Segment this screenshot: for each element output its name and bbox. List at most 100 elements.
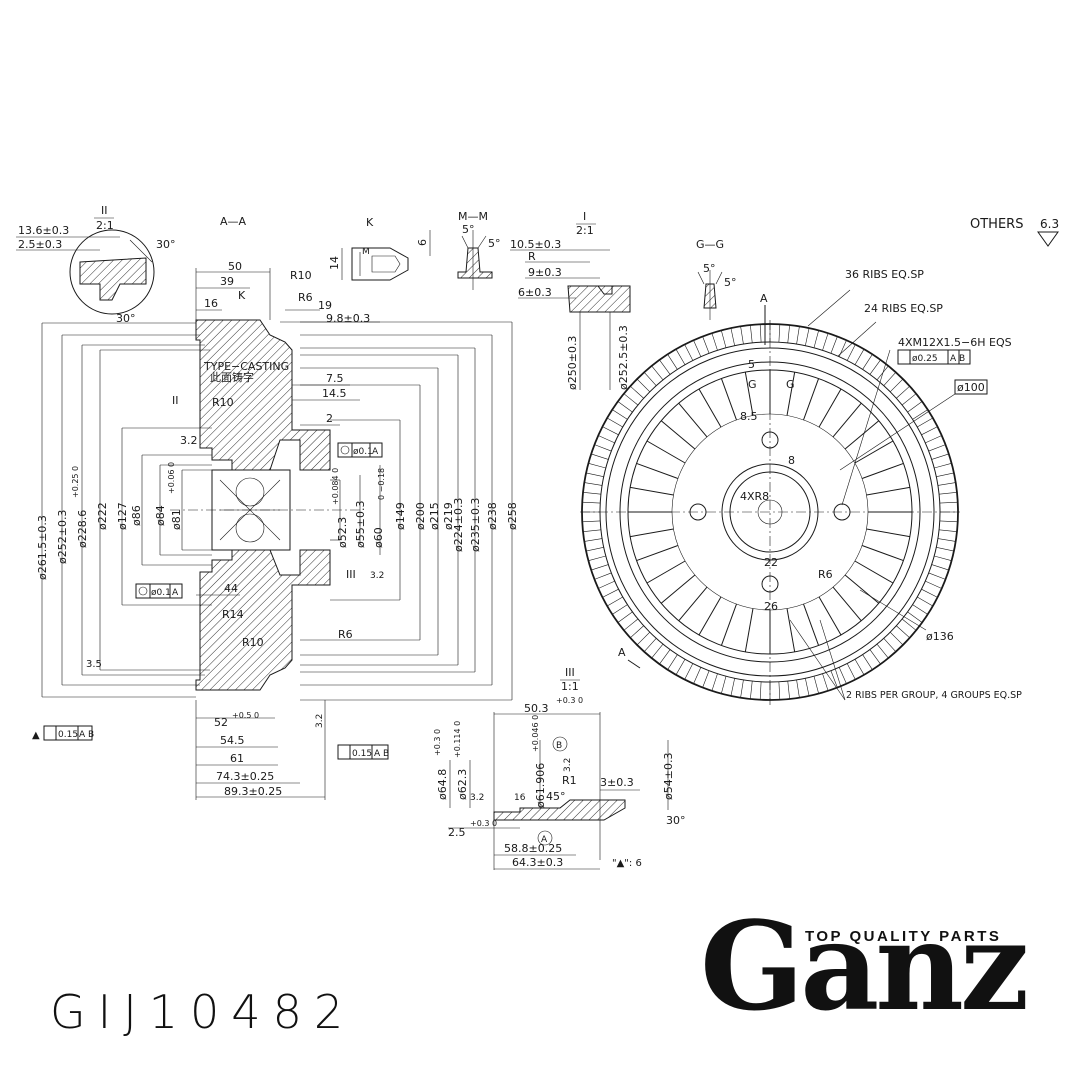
outer-rib: [591, 453, 609, 460]
dim-k-ref: K: [238, 289, 246, 302]
outer-rib: [598, 435, 615, 444]
concentricity-top: ø0.1: [353, 447, 373, 457]
dim-222: ø222: [96, 502, 109, 530]
inner-rib: [720, 378, 737, 421]
roughness-3-2-e: 3.2: [470, 793, 484, 803]
outer-rib: [925, 580, 942, 589]
inner-rib: [832, 402, 862, 438]
inner-rib: [636, 545, 679, 562]
outer-rib: [636, 631, 651, 646]
outer-rib: [921, 426, 938, 436]
inner-rib: [844, 420, 880, 450]
dim-6: 6±0.3: [518, 286, 552, 299]
outer-rib: [623, 393, 639, 406]
outer-rib: [630, 385, 644, 399]
section-mm-label: M—M: [458, 210, 488, 223]
outer-rib: [939, 520, 958, 523]
dim-50: 50: [228, 260, 242, 273]
outer-rib: [917, 417, 933, 428]
dim-52-3-tol: +0.084 0: [331, 468, 340, 505]
outer-rib: [939, 492, 958, 495]
surface-finish-note: OTHERS 6.3: [970, 217, 1059, 247]
outer-rib: [702, 336, 710, 354]
dim-100: ø100: [957, 381, 985, 394]
dim-r10-top: R10: [290, 269, 312, 282]
dim-30-detail: 30°: [666, 814, 686, 827]
outer-rib: [928, 572, 946, 580]
outer-rib: [584, 482, 603, 486]
dim-22: 22: [764, 556, 778, 569]
outer-rib: [928, 444, 946, 452]
dim-26: 26: [764, 600, 778, 613]
outer-rib: [931, 564, 949, 571]
outer-rib: [937, 538, 956, 542]
outer-rib: [675, 659, 686, 675]
inner-rib: [698, 596, 722, 636]
outer-rib: [617, 401, 633, 413]
outer-rib: [711, 333, 718, 351]
outer-rib: [907, 611, 923, 623]
outer-rib: [912, 409, 928, 420]
concentricity-bottom-ref: A: [172, 588, 179, 598]
inner-rib: [646, 440, 686, 464]
outer-rib: [883, 638, 897, 652]
concentricity-bottom: ø0.1: [151, 588, 171, 598]
dim-7-5: 7.5: [326, 372, 344, 385]
detail-ii-label: II: [101, 204, 108, 217]
dim-238: ø238: [486, 502, 499, 530]
dim-30-bottom: 30°: [116, 312, 136, 325]
outer-rib: [598, 580, 615, 589]
outer-rib: [901, 393, 917, 406]
gg-angle-right: 5°: [724, 276, 737, 289]
outer-rib: [862, 654, 873, 670]
dim-258: ø258: [506, 502, 519, 530]
outer-rib: [931, 453, 949, 460]
outer-rib: [612, 409, 628, 420]
outer-ribs: [582, 324, 958, 700]
dim-2-5-detail-tol: +0.3 0: [470, 819, 497, 828]
gg-ref-left: G: [748, 378, 757, 391]
section-gg-label: G—G: [696, 238, 724, 251]
inner-rib: [630, 486, 674, 496]
dim-81-tol: +0.06 0: [167, 462, 176, 494]
dim-54-5: 54.5: [220, 734, 245, 747]
surface-finish-label: OTHERS: [970, 217, 1023, 232]
outer-rib: [623, 618, 639, 631]
note-thread: 4XM12X1.5−6H EQS: [898, 336, 1012, 349]
dim-16: 16: [204, 297, 218, 310]
outer-rib: [693, 667, 702, 684]
outer-rib: [702, 670, 710, 688]
dim-252: ø252±0.3: [56, 510, 69, 564]
dim-5: 5: [748, 358, 755, 371]
dim-228-6-tol: +0.25 0: [71, 466, 80, 498]
outer-rib: [796, 326, 800, 345]
dim-219: ø219: [442, 502, 455, 530]
type-casting-note: TYPE−CASTING: [203, 360, 289, 373]
dim-19: 19: [318, 299, 332, 312]
outer-rib: [805, 678, 810, 696]
outer-rib: [787, 681, 790, 700]
inner-rib: [636, 462, 679, 479]
runout-right-ref: A B: [374, 749, 389, 759]
outer-rib: [830, 670, 838, 688]
runout-right: 0.15: [352, 749, 372, 759]
outer-rib: [582, 492, 601, 495]
dim-61: 61: [230, 752, 244, 765]
outer-rib: [830, 336, 838, 354]
dim-64-8-tol: +0.3 0: [433, 729, 442, 756]
outer-rib: [889, 631, 904, 646]
detail-iii-view: III 1:1 50.3 +0.3 0 ø64.8 +0.3 0 ø62.3 +…: [433, 666, 686, 870]
outer-rib: [721, 330, 727, 348]
surface-finish-value: 6.3: [1040, 217, 1059, 231]
runout-marker: ▲: [32, 730, 40, 741]
dim-54: ø54±0.3: [662, 753, 675, 800]
dim-224: ø224±0.3: [452, 498, 465, 552]
outer-rib: [586, 472, 604, 477]
view-k-14: 14: [328, 256, 341, 270]
outer-rib: [759, 681, 762, 700]
inner-rib: [698, 388, 722, 428]
inner-rib: [803, 603, 820, 646]
detail-ii-view: II 2:1 13.6±0.3 2.5±0.3 30° 30°: [16, 204, 176, 325]
datum-b: B: [556, 741, 562, 751]
position-tolerance: ø0.25: [912, 354, 938, 364]
